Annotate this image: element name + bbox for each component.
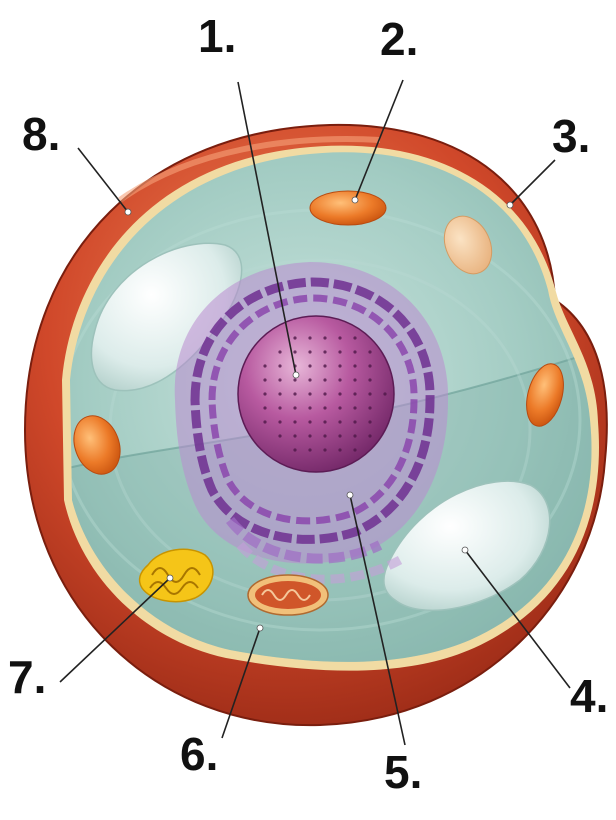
nuclear-pore xyxy=(278,434,281,437)
label-4: 4. xyxy=(570,670,608,722)
nuclear-pore xyxy=(278,364,281,367)
nuclear-pore xyxy=(263,364,266,367)
nuclear-pore xyxy=(353,448,356,451)
nuclear-pore xyxy=(308,420,311,423)
nuclear-pore xyxy=(383,392,386,395)
nuclear-pore xyxy=(368,406,371,409)
nuclear-pore xyxy=(323,378,326,381)
nuclear-pore xyxy=(263,420,266,423)
nuclear-pore xyxy=(308,392,311,395)
nuclear-pore xyxy=(323,448,326,451)
nuclear-pore xyxy=(323,364,326,367)
nuclear-pore xyxy=(368,420,371,423)
nuclear-pore xyxy=(368,378,371,381)
nuclear-pore xyxy=(293,350,296,353)
nuclear-pore xyxy=(308,336,311,339)
nuclear-pore xyxy=(368,434,371,437)
nuclear-pore xyxy=(338,378,341,381)
nuclear-pore xyxy=(338,406,341,409)
nuclear-pore xyxy=(323,406,326,409)
label-2: 2. xyxy=(380,13,418,65)
nuclear-pore xyxy=(323,336,326,339)
nuclear-pore xyxy=(368,364,371,367)
nuclear-pore xyxy=(278,350,281,353)
nuclear-pore xyxy=(353,350,356,353)
nuclear-pore xyxy=(338,434,341,437)
nuclear-pore xyxy=(308,434,311,437)
mitochondrion-shape xyxy=(248,575,328,615)
nuclear-pore xyxy=(308,406,311,409)
nuclear-pore xyxy=(293,336,296,339)
label-6: 6. xyxy=(180,728,218,780)
organelle-top xyxy=(310,191,386,225)
nuclear-pore xyxy=(293,420,296,423)
nuclear-pore xyxy=(293,378,296,381)
nuclear-pore xyxy=(293,392,296,395)
leader-line-8 xyxy=(78,148,128,212)
nuclear-pore xyxy=(338,336,341,339)
nuclear-pore xyxy=(278,406,281,409)
nuclear-pore xyxy=(338,420,341,423)
nuclear-pore xyxy=(323,392,326,395)
nuclear-pore xyxy=(278,392,281,395)
nuclear-pore xyxy=(308,364,311,367)
label-8: 8. xyxy=(22,108,60,160)
nuclear-pore xyxy=(308,378,311,381)
nuclear-pore xyxy=(353,392,356,395)
nuclear-pore xyxy=(353,336,356,339)
nuclear-pore xyxy=(338,392,341,395)
nuclear-pore xyxy=(263,406,266,409)
nuclear-pore xyxy=(353,434,356,437)
label-1: 1. xyxy=(198,10,236,62)
label-5: 5. xyxy=(384,746,422,798)
nuclear-pore xyxy=(338,364,341,367)
nuclear-pore xyxy=(293,434,296,437)
nuclear-pore xyxy=(293,448,296,451)
nuclear-pore xyxy=(278,420,281,423)
nuclear-pore xyxy=(308,448,311,451)
nuclear-pore xyxy=(323,434,326,437)
nuclear-pore xyxy=(308,350,311,353)
label-7: 7. xyxy=(8,651,46,703)
nuclear-pore xyxy=(353,406,356,409)
nuclear-pore xyxy=(263,378,266,381)
leader-line-3 xyxy=(510,160,555,205)
nuclear-pore xyxy=(323,350,326,353)
nuclear-pore xyxy=(353,378,356,381)
nuclear-pore xyxy=(323,420,326,423)
nucleus-shape xyxy=(238,316,394,472)
label-3: 3. xyxy=(552,110,590,162)
nuclear-pore xyxy=(278,378,281,381)
nuclear-pore xyxy=(263,392,266,395)
nuclear-pore xyxy=(353,364,356,367)
nuclear-pore xyxy=(293,406,296,409)
nuclear-pore xyxy=(338,448,341,451)
nuclear-pore xyxy=(338,350,341,353)
nuclear-pore xyxy=(368,392,371,395)
nuclear-pore xyxy=(353,420,356,423)
nuclear-pore xyxy=(368,350,371,353)
